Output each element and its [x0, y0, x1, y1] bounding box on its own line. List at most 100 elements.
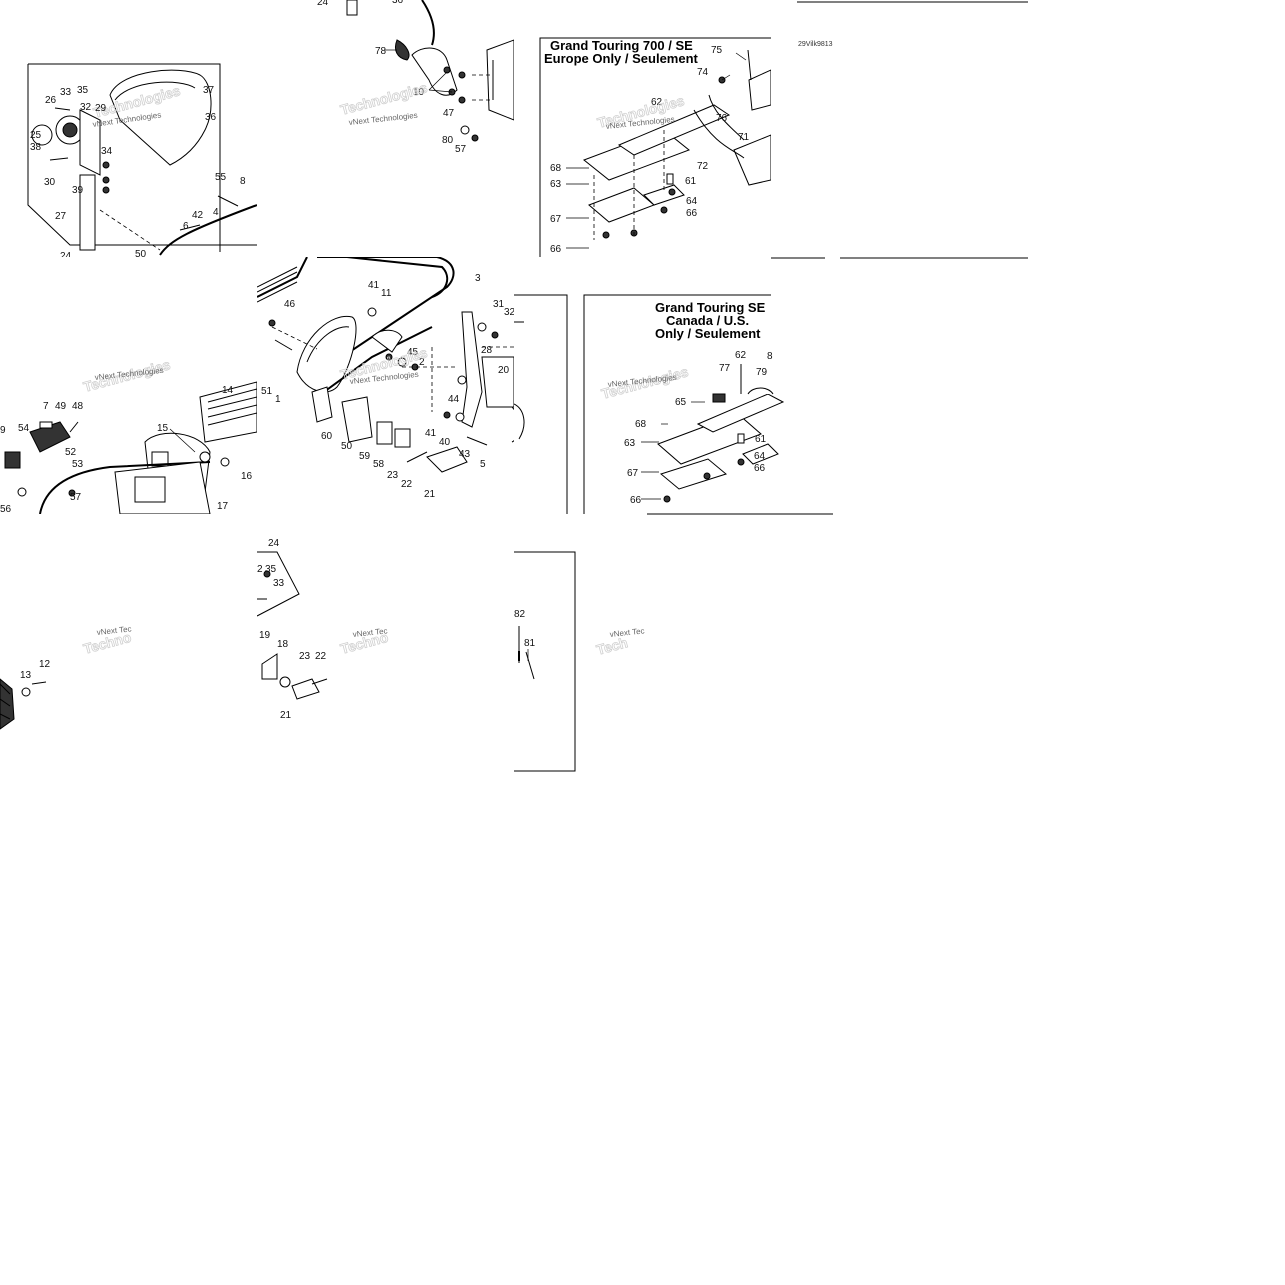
- plate-part: [588, 187, 655, 223]
- part-label: 10: [413, 87, 425, 98]
- part-label: 60: [321, 431, 333, 442]
- washer: [220, 457, 230, 467]
- rack-slats: [257, 266, 298, 303]
- clip-part: [39, 421, 53, 429]
- diagram-tile-bottom-far-right-drawing: Tech vNext Tec: [594, 626, 645, 658]
- rack-tube: [346, 257, 449, 298]
- part-label: 9: [0, 425, 6, 436]
- nut: [268, 319, 276, 327]
- part-label: 50: [135, 249, 147, 257]
- part-label: 78: [375, 46, 387, 57]
- part-label: 45: [407, 347, 419, 358]
- washer: [21, 687, 31, 697]
- diagram-tile-bottom-left: 12 13 Techno vNext Tec: [0, 514, 257, 771]
- part-label: 21: [280, 710, 292, 721]
- frame-tube: [39, 461, 211, 514]
- part-label: 76: [716, 113, 728, 124]
- part-label: 15: [157, 423, 169, 434]
- part-label: 24: [60, 251, 72, 257]
- backrest-detail: [306, 326, 350, 363]
- nut: [102, 161, 110, 169]
- nut: [443, 66, 451, 74]
- cable-part: [693, 109, 745, 159]
- part-label: 35: [265, 564, 277, 575]
- part-label: 23: [387, 470, 399, 481]
- part-label: 47: [443, 108, 455, 119]
- rack-tube: [317, 257, 455, 368]
- part-label: 64: [686, 196, 698, 207]
- diagram-tile-middle-right: Grand Touring SE Canada / U.S. Only / Se…: [583, 294, 833, 516]
- rack-tube: [257, 257, 308, 298]
- part-label: 65: [675, 397, 687, 408]
- part-label: 18: [277, 639, 289, 650]
- part-label: 31: [493, 299, 505, 310]
- part-label: 57: [70, 492, 82, 503]
- diagram-title-line3: Only / Seulement: [655, 326, 761, 341]
- hub-center: [62, 122, 78, 138]
- frame-line: [583, 294, 771, 514]
- part-label: 62: [735, 350, 747, 361]
- part-label: 64: [754, 451, 766, 462]
- bracket-part: [311, 386, 333, 423]
- part-label: 11: [381, 288, 392, 299]
- part-label: 40: [439, 437, 451, 448]
- part-label: 32: [80, 102, 92, 113]
- part-label: 8: [240, 176, 246, 187]
- part-label: 5: [480, 459, 486, 470]
- part-label: 21: [424, 489, 436, 500]
- frame-line: [539, 37, 771, 257]
- bolt: [466, 436, 488, 446]
- support-bracket: [461, 311, 483, 428]
- part-label: 33: [60, 87, 72, 98]
- diagram-tile-middle-right-drawing: Grand Touring SE Canada / U.S. Only / Se…: [583, 294, 833, 515]
- part-label: 25: [30, 130, 42, 141]
- diagram-tile-bottom-middle: 24 2 35 33 19 18 23 22 21 Techno vNext T…: [257, 514, 514, 771]
- nut: [263, 570, 271, 578]
- diagram-tile-bottom-middle-drawing: 24 2 35 33 19 18 23 22 21 Techno vNext T…: [257, 538, 390, 721]
- diagram-title-line1: Grand Touring SE: [655, 300, 766, 315]
- part-label: 44: [448, 394, 460, 405]
- washer: [397, 357, 407, 367]
- part-label: 51: [261, 386, 273, 397]
- frame-line: [257, 551, 300, 617]
- diagram-tile-top-middle-drawing: 24 36 78 10 47 80 57 Technologies vNext …: [317, 0, 514, 155]
- cable-part: [708, 94, 745, 141]
- part-label: 2: [257, 564, 263, 575]
- pin: [311, 678, 328, 685]
- part-label: 26: [45, 95, 57, 106]
- leader-line: [169, 428, 196, 453]
- part-label: 36: [392, 0, 404, 6]
- nut: [602, 231, 610, 239]
- part-label: 28: [481, 345, 493, 356]
- plate-part: [742, 443, 779, 465]
- part-label: 82: [514, 609, 526, 620]
- rod-part: [525, 651, 535, 680]
- washer: [460, 125, 470, 135]
- leader-line: [428, 89, 453, 93]
- dashed-line: [99, 209, 161, 251]
- diagram-tile-top-left: Technologies vNext Technologies 33 35 26…: [0, 0, 257, 257]
- part-label: 68: [635, 419, 647, 430]
- footrest-part: [291, 678, 320, 700]
- part-label: 74: [697, 67, 709, 78]
- footrest-part: [426, 446, 468, 473]
- bolt: [54, 107, 71, 111]
- diagram-tile-middle-center-right-drawing: [514, 294, 568, 514]
- part-label: 29: [95, 103, 107, 114]
- clamp-part: [511, 406, 514, 443]
- ring-part: [31, 124, 53, 146]
- part-label: 71: [738, 132, 750, 143]
- screw: [69, 421, 79, 433]
- part-label: 13: [20, 670, 32, 681]
- part-label: 50: [341, 441, 353, 452]
- socket-part: [199, 451, 211, 463]
- leader-line: [735, 52, 747, 61]
- part-label: 63: [624, 438, 636, 449]
- nut: [102, 186, 110, 194]
- washer: [457, 375, 467, 385]
- leader-line: [721, 74, 731, 81]
- part-label: 62: [651, 97, 663, 108]
- part-label: 52: [65, 447, 77, 458]
- part-label: 27: [55, 211, 67, 222]
- plate-part: [696, 393, 785, 433]
